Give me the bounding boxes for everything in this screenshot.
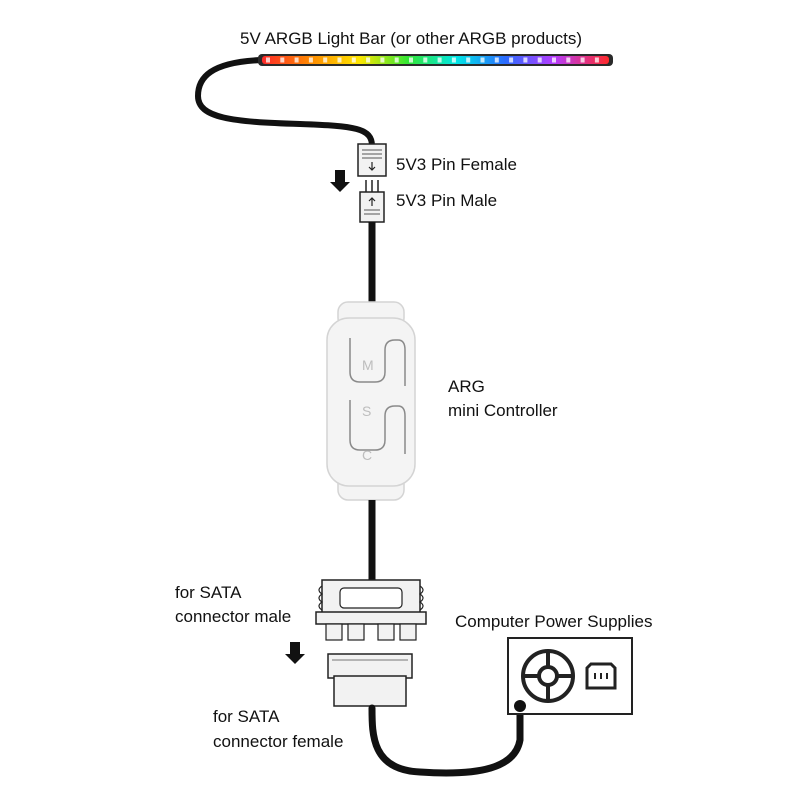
led-dot bbox=[380, 57, 385, 63]
sata-male-label-line1: for SATA bbox=[175, 583, 242, 602]
arg-mini-controller bbox=[326, 301, 416, 501]
led-dot bbox=[294, 57, 299, 63]
pin-male-connector bbox=[359, 191, 385, 223]
led-dot bbox=[451, 57, 456, 63]
controller-button-s: S bbox=[362, 403, 372, 419]
computer-power-supply bbox=[507, 637, 633, 715]
down-arrow-icon bbox=[330, 170, 350, 192]
light-bar-label: 5V ARGB Light Bar (or other ARGB product… bbox=[240, 29, 583, 48]
down-arrow-icon bbox=[285, 642, 305, 664]
pin-female-label: 5V3 Pin Female bbox=[396, 155, 517, 174]
pin-male-label: 5V3 Pin Male bbox=[396, 191, 498, 210]
led-dot bbox=[423, 57, 428, 63]
controller-label-line2: mini Controller bbox=[448, 401, 558, 420]
led-dot bbox=[509, 57, 514, 63]
argb-light-bar bbox=[258, 54, 613, 66]
led-dot bbox=[323, 57, 328, 63]
led-dot bbox=[523, 57, 528, 63]
sata-female-connector bbox=[327, 653, 413, 707]
controller-button-m: M bbox=[362, 357, 374, 373]
sata-female-label-line2: connector female bbox=[213, 732, 344, 751]
led-dot bbox=[366, 57, 371, 63]
led-dot bbox=[337, 57, 342, 63]
led-dot bbox=[351, 57, 356, 63]
led-dot bbox=[580, 57, 585, 63]
led-dot bbox=[566, 57, 571, 63]
led-dot bbox=[266, 57, 270, 63]
led-dot bbox=[594, 57, 599, 63]
psu-cable bbox=[368, 702, 524, 777]
sata-male-connector bbox=[315, 579, 427, 641]
led-dot bbox=[537, 57, 542, 63]
led-dot bbox=[409, 57, 413, 63]
pin-female-connector bbox=[357, 143, 387, 177]
light-bar-cable bbox=[194, 57, 375, 149]
led-dot bbox=[466, 57, 471, 63]
led-dot bbox=[480, 57, 485, 63]
led-dot bbox=[308, 57, 313, 63]
led-dot bbox=[494, 57, 499, 63]
light-bar-leds bbox=[266, 57, 599, 63]
led-dot bbox=[394, 57, 399, 63]
led-dot bbox=[552, 57, 556, 63]
led-dot bbox=[437, 57, 442, 63]
sata-female-label-line1: for SATA bbox=[213, 707, 280, 726]
controller-label-line1: ARG bbox=[448, 377, 485, 396]
led-dot bbox=[280, 57, 285, 63]
male-pins bbox=[365, 180, 379, 192]
sata-male-label-line2: connector male bbox=[175, 607, 292, 626]
psu-label: Computer Power Supplies bbox=[455, 612, 653, 631]
controller-button-c: C bbox=[362, 447, 373, 463]
power-socket-icon bbox=[585, 662, 617, 690]
